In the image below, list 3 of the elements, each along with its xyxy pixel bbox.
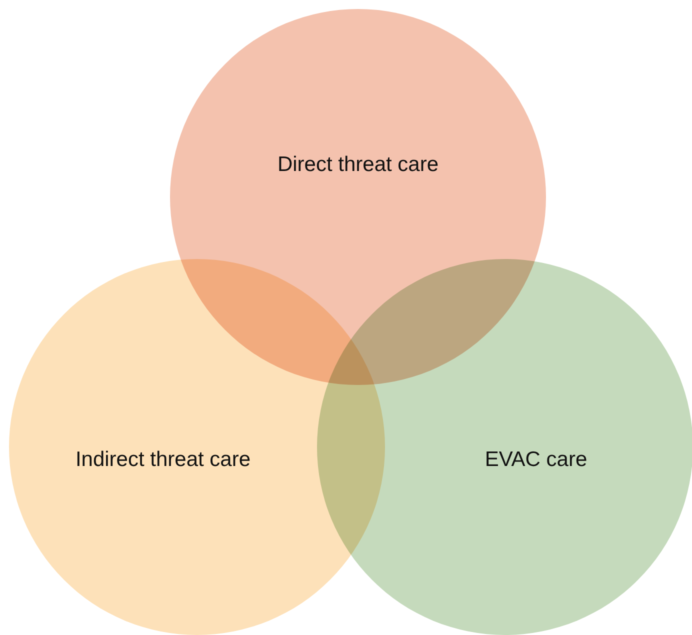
- circle-label: Indirect threat care: [75, 448, 251, 472]
- circle-label: Direct threat care: [277, 153, 439, 177]
- circle-label: EVAC care: [484, 448, 588, 472]
